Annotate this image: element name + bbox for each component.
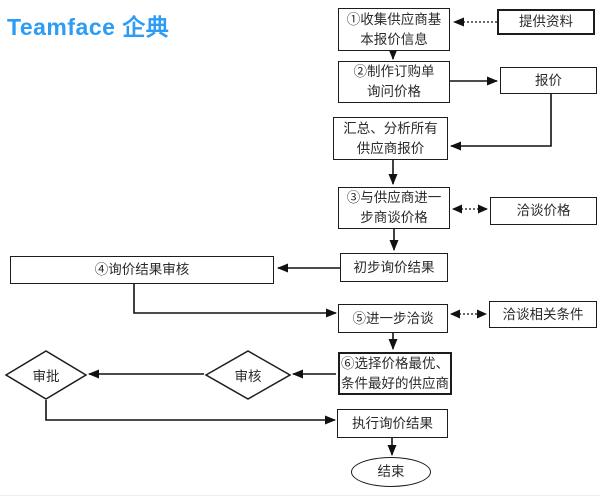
connector-approve-to-execute	[45, 400, 336, 425]
teamface-logo: Teamface 企典	[7, 14, 170, 40]
node-collect-supplier-quotes: ①收集供应商基 本报价信息	[338, 8, 450, 51]
node-make-purchase-order: ②制作订购单 询问价格	[338, 61, 450, 103]
node-initial-inquiry-result: 初步询价结果	[340, 253, 448, 282]
node-negotiate-terms: 洽谈相关条件	[489, 301, 597, 328]
node-negotiate-price: 洽谈价格	[490, 197, 597, 225]
approve-diamond	[4, 350, 88, 400]
node-provide-info: 提供资料	[497, 9, 595, 35]
node-execute-inquiry-result: 执行询价结果	[337, 409, 448, 438]
approve-diamond-label: 审批	[32, 369, 60, 385]
node-inquiry-result-review: ④询价结果审核	[10, 256, 274, 284]
node-select-best-supplier: ⑥选择价格最优、 条件最好的供应商	[338, 352, 452, 395]
node-summarize-quotes: 汇总、分析所有 供应商报价	[333, 117, 448, 160]
arrowhead-left	[452, 204, 462, 214]
node-end-terminator: 结束	[351, 457, 431, 487]
arrowhead-left	[450, 309, 460, 319]
audit-diamond-label: 审核	[234, 369, 262, 385]
connector-review-to-further	[133, 284, 337, 318]
node-quotation: 报价	[500, 67, 597, 94]
node-discuss-price: ③与供应商进一 步商谈价格	[338, 187, 450, 229]
audit-diamond	[204, 350, 292, 400]
connector-quote-to-summarize	[450, 94, 552, 151]
arrowhead-right	[477, 309, 487, 319]
arrowhead-right	[478, 204, 488, 214]
node-further-negotiation: ⑤进一步洽谈	[338, 304, 448, 333]
